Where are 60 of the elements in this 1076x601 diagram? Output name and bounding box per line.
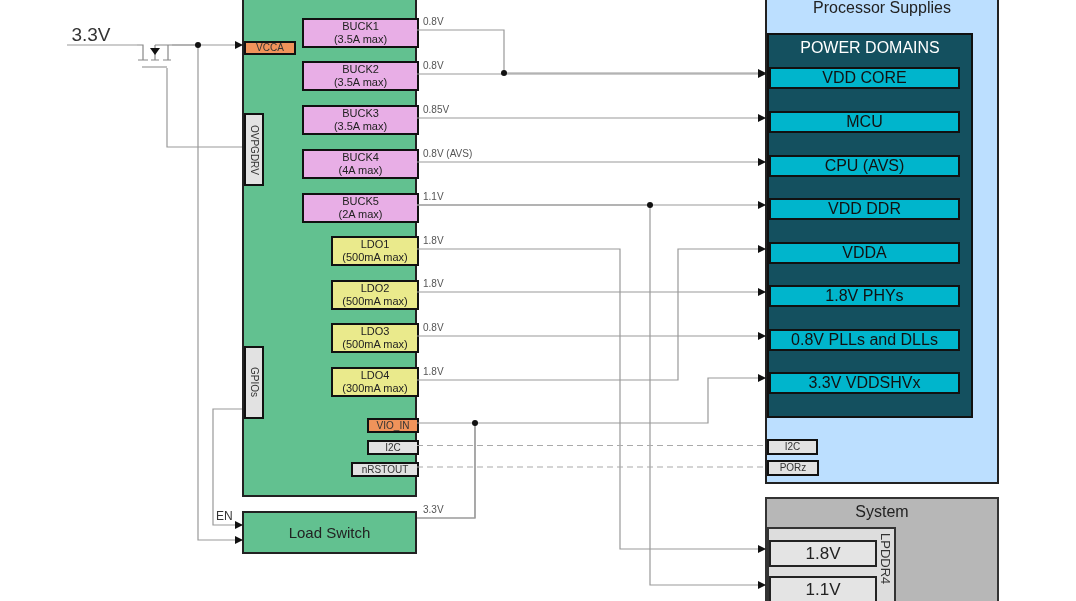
connector-line [66, 44, 138, 46]
pin-label: VCCA [244, 41, 296, 55]
regulator-block: BUCK3 (3.5A max) [302, 105, 419, 135]
arrow [416, 248, 766, 553]
pin-label: OVPGDRV [244, 113, 264, 186]
edge-label: 1.8V [423, 278, 444, 290]
edge-label: 0.8V [423, 60, 444, 72]
connector-line [166, 67, 243, 148]
processor-panel: Processor Supplies POWER DOMAINS VDD CORE MCU CPU (AVS) VDD DDR VDDA 1.8V PHYs 0.8V PLLs and DLLs 3.3V VDDSHVx I2C PORz [765, 0, 999, 484]
system-panel: System LPDDR4 1.8V 1.1V [765, 497, 999, 601]
regulator-block: BUCK4 (4A max) [302, 149, 419, 179]
pin-label: nRSTOUT [351, 462, 419, 477]
regulator-block: LDO1 (500mA max) [331, 236, 419, 266]
regulator-block: BUCK2 (3.5A max) [302, 61, 419, 91]
edge-label: 1.8V [423, 235, 444, 247]
pin-label: VIO_IN [367, 418, 419, 433]
power-domain-block: VDDA [769, 242, 960, 264]
edge-label: EN [216, 510, 233, 522]
pin-label: GPIOs [244, 346, 264, 419]
voltage-text: 3.3V [71, 24, 111, 45]
connector-line [416, 444, 766, 447]
arrow [416, 114, 766, 122]
arrow [416, 332, 766, 340]
power-domain-block: MCU [769, 111, 960, 133]
regulator-block: BUCK5 (2A max) [302, 193, 419, 223]
supply-block: 1.1V [769, 576, 877, 601]
edge-label: 3.3V [423, 504, 444, 516]
edge-label: 1.1V [423, 191, 444, 203]
arrow [416, 204, 766, 589]
pin-label: I2C [767, 439, 818, 455]
connector-line [416, 422, 476, 519]
edge-label: 0.8V (AVS) [423, 148, 473, 160]
regulator-block: LDO3 (500mA max) [331, 323, 419, 353]
power-domain-block: 1.8V PHYs [769, 285, 960, 307]
power-domain-block: 0.8V PLLs and DLLs [769, 329, 960, 351]
power-domains-panel: POWER DOMAINS VDD CORE MCU CPU (AVS) VDD DDR VDDA 1.8V PHYs 0.8V PLLs and DLLs 3.3V VDDSHVx [767, 33, 973, 418]
power-domain-block: VDD DDR [769, 198, 960, 220]
pin-label: I2C [367, 440, 419, 455]
power-domain-block: VDD CORE [769, 67, 960, 89]
power-domain-block: CPU (AVS) [769, 155, 960, 177]
memory-block: LPDDR4 1.8V 1.1V [767, 527, 896, 601]
edge-label: 0.8V [423, 16, 444, 28]
regulator-block: LDO2 (500mA max) [331, 280, 419, 310]
arrow [212, 408, 243, 529]
arrow [416, 158, 766, 166]
regulator-block: LDO4 (300mA max) [331, 367, 419, 397]
edge-label: 0.85V [423, 104, 450, 116]
arrow [416, 288, 766, 296]
regulator-block: BUCK1 (3.5A max) [302, 18, 419, 48]
edge-label: 1.8V [423, 366, 444, 378]
connector-line [416, 466, 766, 468]
arrow [416, 245, 766, 381]
chip-block [242, 0, 417, 497]
arrow [416, 70, 766, 78]
edge-label: 0.8V [423, 322, 444, 334]
load-switch-block: Load Switch [242, 511, 417, 554]
power-domain-block: 3.3V VDDSHVx [769, 372, 960, 394]
supply-block: 1.8V [769, 540, 877, 567]
arrow [171, 44, 243, 544]
pin-label: PORz [767, 460, 819, 476]
